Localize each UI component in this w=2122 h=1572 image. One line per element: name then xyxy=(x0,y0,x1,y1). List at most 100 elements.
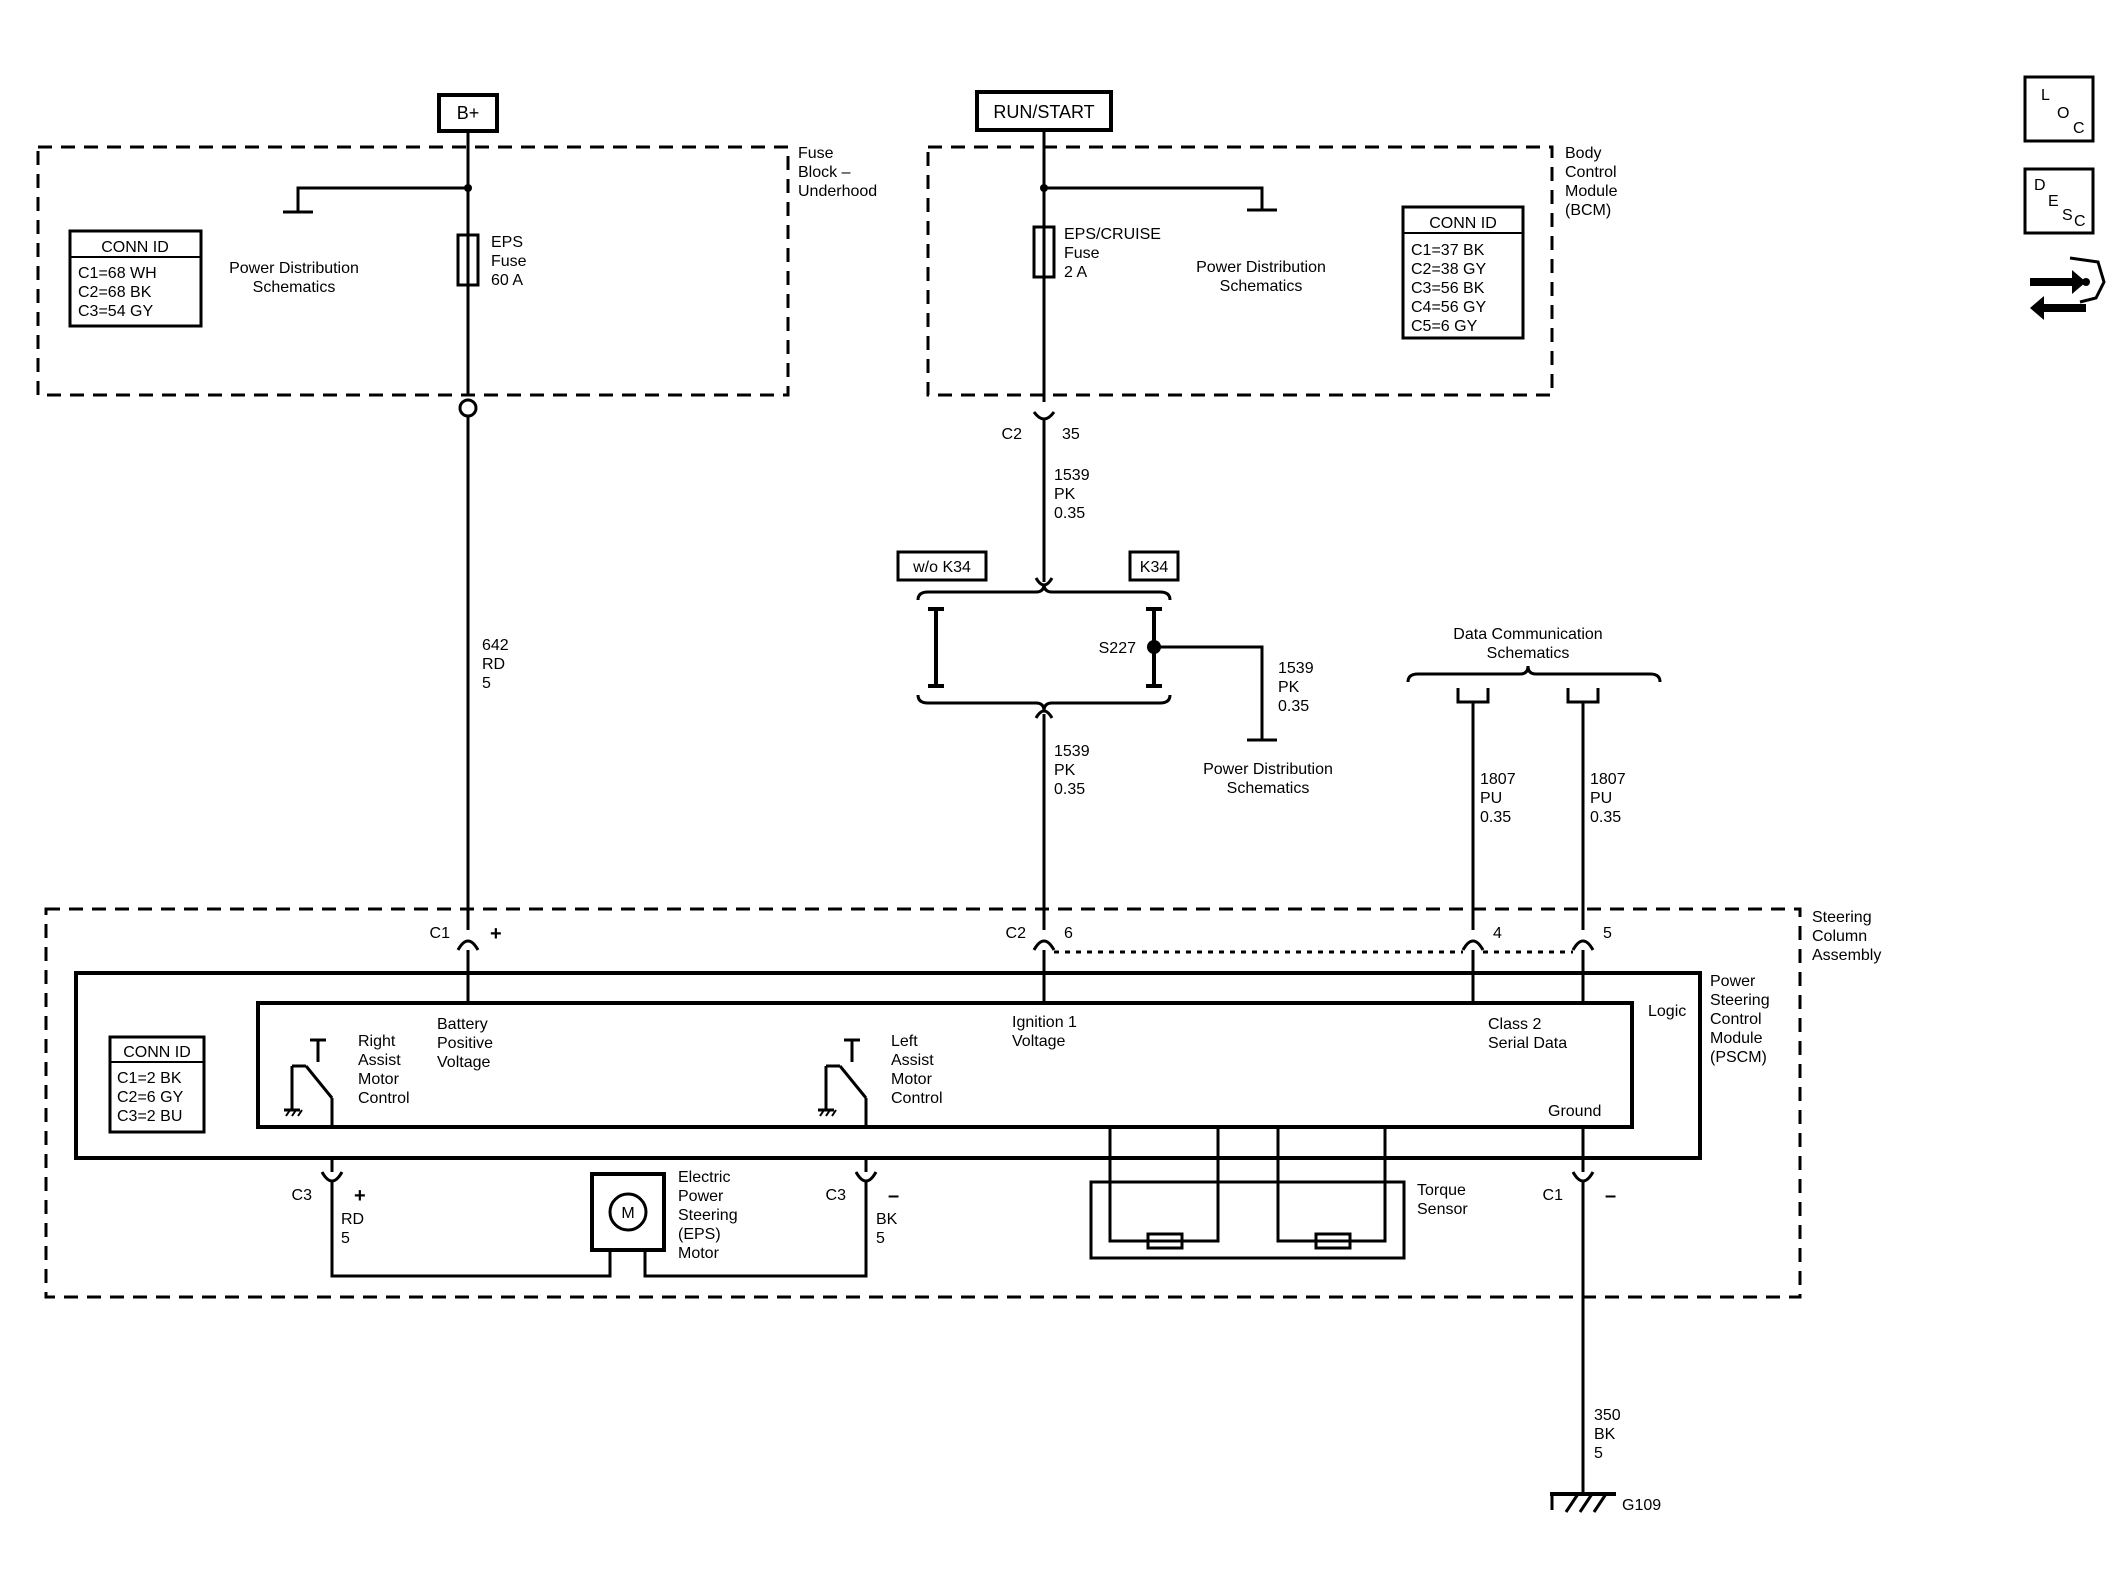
svg-text:Logic: Logic xyxy=(1648,1003,1686,1020)
svg-text:0.35: 0.35 xyxy=(1590,809,1621,826)
svg-text:Positive: Positive xyxy=(437,1035,493,1052)
svg-text:C1=37 BK: C1=37 BK xyxy=(1411,242,1485,259)
swap-arrows-icon[interactable] xyxy=(2030,256,2106,320)
wire-350-label: 350 BK 5 xyxy=(1594,1407,1621,1462)
run-start-source: RUN/START xyxy=(975,90,1113,132)
svg-text:60 A: 60 A xyxy=(491,272,523,289)
svg-text:RUN/START: RUN/START xyxy=(993,102,1094,122)
connector-c3-minus: C3 – xyxy=(826,1171,899,1207)
svg-text:–: – xyxy=(888,1185,899,1207)
option-k34: K34 xyxy=(1128,550,1180,582)
svg-text:Assist: Assist xyxy=(891,1052,934,1069)
svg-text:Module: Module xyxy=(1710,1030,1763,1047)
eps-fuse-60a: EPS Fuse 60 A xyxy=(456,233,527,289)
wire-1539-label-b: 1539 PK 0.35 xyxy=(1054,743,1090,798)
svg-text:C3: C3 xyxy=(292,1187,313,1204)
svg-text:Battery: Battery xyxy=(437,1016,488,1033)
svg-text:Control: Control xyxy=(891,1090,943,1107)
svg-text:Assist: Assist xyxy=(358,1052,401,1069)
fuse-block-underhood: Fuse Block – Underhood CONN ID C1=68 WH … xyxy=(36,131,877,418)
fuse-block-conn-id: CONN ID C1=68 WH C2=68 BK C3=54 GY xyxy=(68,229,203,328)
right-assist-switch: Right Assist Motor Control xyxy=(284,1033,410,1127)
svg-text:Voltage: Voltage xyxy=(437,1054,490,1071)
bcm-connector-c2: C2 35 xyxy=(1002,411,1080,443)
svg-text:C1=68 WH: C1=68 WH xyxy=(78,265,157,282)
svg-text:Schematics: Schematics xyxy=(1227,780,1310,797)
svg-text:w/o K34: w/o K34 xyxy=(912,559,971,576)
svg-text:5: 5 xyxy=(341,1230,350,1247)
svg-text:Data Communication: Data Communication xyxy=(1453,626,1602,643)
svg-text:Power Distribution: Power Distribution xyxy=(229,260,359,277)
svg-text:C2=6 GY: C2=6 GY xyxy=(117,1089,184,1106)
svg-text:(PSCM): (PSCM) xyxy=(1710,1049,1767,1066)
wire-c3-rd-label: RD 5 xyxy=(341,1211,364,1247)
svg-text:Schematics: Schematics xyxy=(1220,278,1303,295)
svg-text:C2: C2 xyxy=(1002,426,1023,443)
svg-text:Power: Power xyxy=(678,1188,724,1205)
svg-text:CONN ID: CONN ID xyxy=(1429,215,1497,232)
svg-text:0.35: 0.35 xyxy=(1278,698,1309,715)
svg-text:Block –: Block – xyxy=(798,164,851,181)
svg-text:C: C xyxy=(2074,213,2086,230)
steering-column-assembly: Steering Column Assembly xyxy=(44,907,1881,1299)
svg-text:Assembly: Assembly xyxy=(1812,947,1881,964)
svg-text:CONN ID: CONN ID xyxy=(123,1044,191,1061)
svg-text:Fuse: Fuse xyxy=(1064,245,1100,262)
svg-text:C3=2 BU: C3=2 BU xyxy=(117,1108,182,1125)
wire-642-label: 642 RD 5 xyxy=(482,637,509,692)
svg-text:Steering: Steering xyxy=(678,1207,738,1224)
svg-text:C1: C1 xyxy=(1543,1187,1564,1204)
svg-text:G109: G109 xyxy=(1622,1497,1661,1514)
loc-button[interactable]: L O C xyxy=(2023,75,2095,143)
svg-text:4: 4 xyxy=(1493,925,1502,942)
ground-g109: G109 xyxy=(1550,1492,1661,1514)
svg-text:+: + xyxy=(354,1185,366,1207)
svg-text:C2=68 BK: C2=68 BK xyxy=(78,284,152,301)
desc-button[interactable]: D E S C xyxy=(2023,167,2095,235)
svg-text:EPS/CRUISE: EPS/CRUISE xyxy=(1064,226,1161,243)
svg-text:642: 642 xyxy=(482,637,509,654)
svg-text:Right: Right xyxy=(358,1033,396,1050)
body-control-module: Body Control Module (BCM) Power Distribu… xyxy=(926,130,1618,402)
svg-text:EPS: EPS xyxy=(491,234,523,251)
svg-text:RD: RD xyxy=(482,656,505,673)
svg-text:Ignition 1: Ignition 1 xyxy=(1012,1014,1077,1031)
svg-text:35: 35 xyxy=(1062,426,1080,443)
svg-text:Module: Module xyxy=(1565,183,1618,200)
connector-c1-plus: C1 + xyxy=(430,923,502,951)
svg-text:Steering: Steering xyxy=(1812,909,1872,926)
svg-text:C: C xyxy=(2073,120,2085,137)
svg-text:O: O xyxy=(2057,105,2069,122)
svg-text:5: 5 xyxy=(876,1230,885,1247)
svg-text:1539: 1539 xyxy=(1054,467,1090,484)
logic-block: Logic Battery Positive Voltage Ignition … xyxy=(256,1001,1686,1129)
svg-text:C3: C3 xyxy=(826,1187,847,1204)
svg-text:0.35: 0.35 xyxy=(1054,781,1085,798)
svg-text:PK: PK xyxy=(1278,679,1300,696)
svg-text:D: D xyxy=(2034,177,2046,194)
svg-text:C2: C2 xyxy=(1006,925,1027,942)
bcm-conn-id: CONN ID C1=37 BK C2=38 GY C3=56 BK C4=56… xyxy=(1401,205,1525,340)
svg-text:L: L xyxy=(2041,87,2050,104)
svg-text:Motor: Motor xyxy=(891,1071,933,1088)
connector-c3-plus: C3 + xyxy=(292,1171,366,1207)
svg-text:Power Distribution: Power Distribution xyxy=(1203,761,1333,778)
wire-1539-label-c: 1539 PK 0.35 xyxy=(1278,660,1314,715)
torque-sensor: Torque Sensor xyxy=(1089,1158,1468,1260)
svg-text:5: 5 xyxy=(1594,1445,1603,1462)
svg-text:350: 350 xyxy=(1594,1407,1621,1424)
option-wo-k34: w/o K34 xyxy=(896,550,988,582)
bplus-source: B+ xyxy=(437,93,499,133)
svg-text:E: E xyxy=(2048,193,2059,210)
svg-text:(BCM): (BCM) xyxy=(1565,202,1611,219)
svg-text:Power: Power xyxy=(1710,973,1756,990)
svg-text:Column: Column xyxy=(1812,928,1867,945)
svg-text:PU: PU xyxy=(1480,790,1502,807)
left-assist-switch: Left Assist Motor Control xyxy=(818,1033,943,1127)
svg-text:Control: Control xyxy=(1710,1011,1762,1028)
svg-text:Power Distribution: Power Distribution xyxy=(1196,259,1326,276)
svg-text:Torque: Torque xyxy=(1417,1182,1466,1199)
svg-text:PK: PK xyxy=(1054,762,1076,779)
svg-text:2 A: 2 A xyxy=(1064,264,1087,281)
